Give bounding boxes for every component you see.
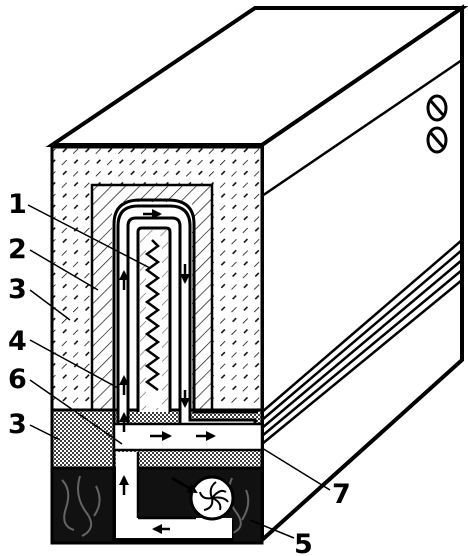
callout-3b: 3 — [8, 409, 27, 440]
side-edge-lines — [261, 58, 463, 445]
fan-icon — [189, 475, 235, 521]
dial-icon — [426, 94, 448, 154]
callout-6: 6 — [8, 364, 27, 395]
callout-7: 7 — [332, 479, 351, 510]
callout-3a: 3 — [8, 274, 27, 305]
airflow-arrows — [119, 209, 216, 534]
callout-5: 5 — [294, 529, 313, 556]
callout-1: 1 — [8, 189, 27, 220]
callout-4: 4 — [8, 326, 27, 357]
leader-lines — [27, 204, 331, 539]
callout-2: 2 — [8, 234, 27, 265]
heating-element — [144, 239, 161, 392]
